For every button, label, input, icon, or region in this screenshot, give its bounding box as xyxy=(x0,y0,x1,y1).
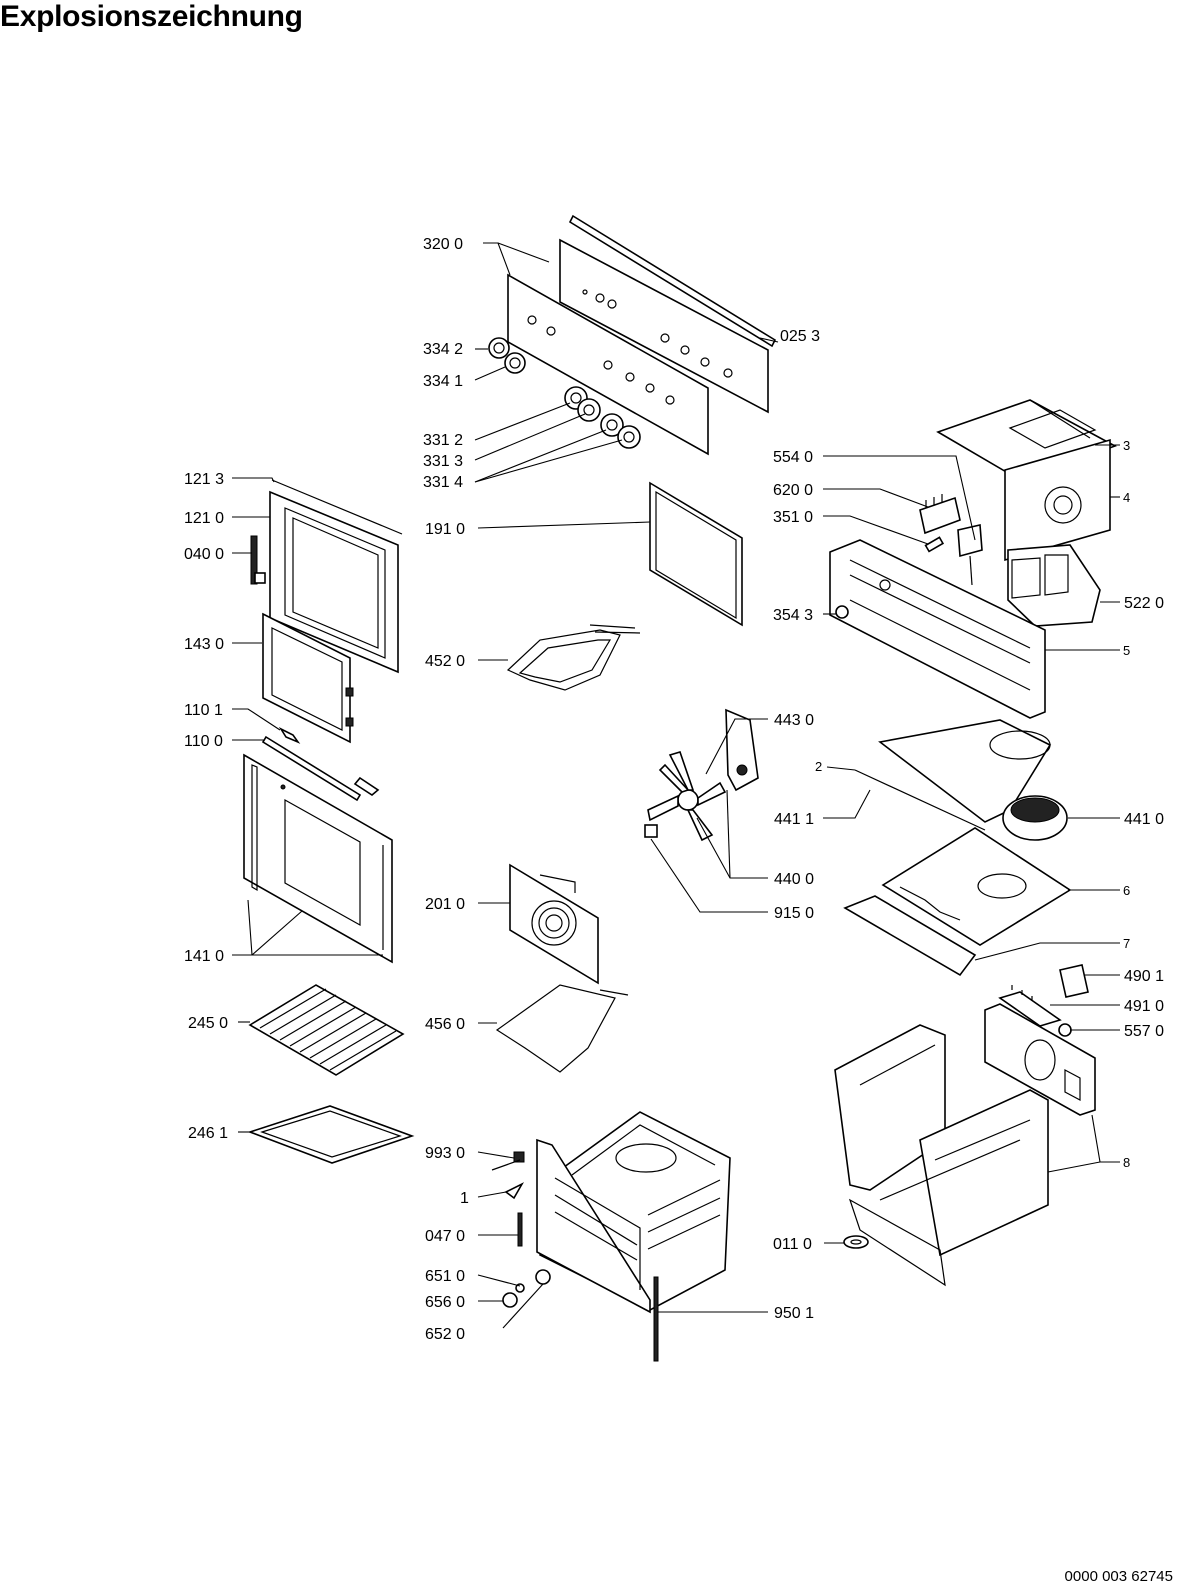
label-334-1: 334 1 xyxy=(423,373,463,390)
label-110-1: 110 1 xyxy=(184,702,223,719)
document-number: 0000 003 62745 xyxy=(1064,1568,1173,1585)
label-620-0: 620 0 xyxy=(773,482,813,499)
label-7: 7 xyxy=(1123,936,1130,951)
knobs xyxy=(488,337,641,449)
lamp-cover-011 xyxy=(843,1235,869,1249)
label-443-0: 443 0 xyxy=(774,712,814,729)
fan-nut xyxy=(644,824,658,838)
switch-554 xyxy=(919,494,961,535)
lamp-351 xyxy=(924,536,945,553)
small-parts-cavity xyxy=(491,1151,551,1308)
label-557-0: 557 0 xyxy=(1124,1023,1164,1040)
thermostat-620 xyxy=(957,524,983,586)
label-331-2: 331 2 xyxy=(423,432,463,449)
timer-522 xyxy=(1007,544,1101,627)
label-490-1: 490 1 xyxy=(1124,968,1164,985)
door-inner-glass xyxy=(262,612,354,744)
control-panel-trim-strip xyxy=(568,214,777,348)
label-4: 4 xyxy=(1123,490,1130,505)
label-141-0: 141 0 xyxy=(184,948,224,965)
label-452-0: 452 0 xyxy=(425,653,465,670)
label-011-0: 011 0 xyxy=(773,1236,812,1253)
door-outer-glass xyxy=(243,753,393,964)
label-334-2: 334 2 xyxy=(423,341,463,358)
label-441-0: 441 0 xyxy=(1124,811,1164,828)
label-522-0: 522 0 xyxy=(1124,595,1164,612)
page-title: Explosionszeichnung xyxy=(0,0,303,33)
label-456-0: 456 0 xyxy=(425,1016,465,1033)
housing-8 xyxy=(834,1024,1049,1287)
label-354-3: 354 3 xyxy=(773,607,813,624)
terminal-block-491 xyxy=(998,985,1062,1027)
label-110-0: 110 0 xyxy=(184,733,223,750)
control-frame-5 xyxy=(829,539,1046,719)
label-320-0: 320 0 xyxy=(423,236,463,253)
label-950-1: 950 1 xyxy=(774,1305,814,1322)
door-seal xyxy=(649,481,743,627)
label-1: 1 xyxy=(460,1190,469,1207)
door-inner-frame xyxy=(269,479,403,674)
plug-557 xyxy=(1058,1023,1072,1037)
oven-rail xyxy=(653,1276,659,1362)
label-993-0: 993 0 xyxy=(425,1145,465,1162)
label-351-0: 351 0 xyxy=(773,509,813,526)
label-191-0: 191 0 xyxy=(425,521,465,538)
rear-cover-4 xyxy=(1004,438,1111,562)
fan-housing-441 xyxy=(1002,795,1068,841)
label-331-4: 331 4 xyxy=(423,474,463,491)
fan-housing-plate-2 xyxy=(854,719,1052,831)
label-8: 8 xyxy=(1123,1155,1130,1170)
upper-heating-element xyxy=(506,624,641,691)
label-040-0: 040 0 xyxy=(184,546,224,563)
label-554-0: 554 0 xyxy=(773,449,813,466)
fan-blade xyxy=(647,751,727,842)
label-025-3: 025 3 xyxy=(780,328,820,345)
label-047-0: 047 0 xyxy=(425,1228,465,1245)
lower-heating-element xyxy=(495,984,629,1073)
wire-rack xyxy=(248,984,405,1076)
label-441-1: 441 1 xyxy=(774,811,814,828)
label-491-0: 491 0 xyxy=(1124,998,1164,1015)
label-656-0: 656 0 xyxy=(425,1294,465,1311)
label-121-0: 121 0 xyxy=(184,510,224,527)
label-121-3: 121 3 xyxy=(184,471,224,488)
fan-motor xyxy=(725,708,759,792)
label-143-0: 143 0 xyxy=(184,636,224,653)
control-panel-rear-plate xyxy=(559,238,769,414)
fan-cover xyxy=(509,863,599,985)
screw-354 xyxy=(835,605,849,619)
label-6: 6 xyxy=(1123,883,1130,898)
label-246-1: 246 1 xyxy=(188,1125,228,1142)
label-5: 5 xyxy=(1123,643,1130,658)
label-652-0: 652 0 xyxy=(425,1326,465,1343)
label-3: 3 xyxy=(1123,438,1130,453)
connector-490 xyxy=(1059,964,1089,998)
label-201-0: 201 0 xyxy=(425,896,465,913)
label-915-0: 915 0 xyxy=(774,905,814,922)
door-glass-clip xyxy=(278,727,301,744)
back-panel xyxy=(984,1003,1096,1116)
oven-cavity xyxy=(536,1111,731,1314)
label-331-3: 331 3 xyxy=(423,453,463,470)
shelf-7 xyxy=(843,895,977,977)
control-panel-front-plate xyxy=(507,273,733,456)
label-440-0: 440 0 xyxy=(774,871,814,888)
label-651-0: 651 0 xyxy=(425,1268,465,1285)
baking-tray xyxy=(247,1105,415,1164)
door-hinge xyxy=(250,535,266,585)
label-245-0: 245 0 xyxy=(188,1015,228,1032)
label-2: 2 xyxy=(815,759,822,774)
